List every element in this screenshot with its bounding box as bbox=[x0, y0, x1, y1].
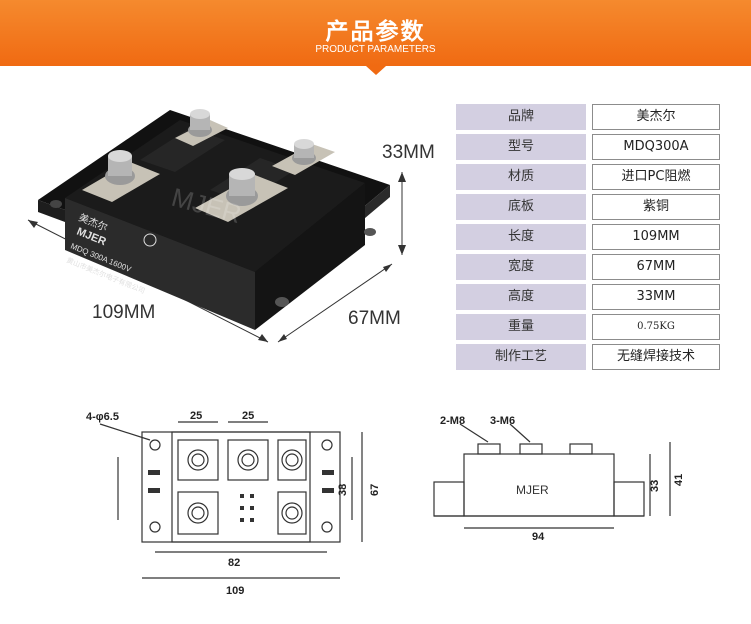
spec-value: 0.75KG bbox=[592, 314, 720, 340]
terminal-screw-1 bbox=[105, 150, 135, 185]
header-banner: 产品参数 PRODUCT PARAMETERS bbox=[0, 0, 751, 66]
spec-row: 材质进口PC阻燃 bbox=[456, 164, 726, 190]
spec-value: 67MM bbox=[592, 254, 720, 280]
spec-key: 制作工艺 bbox=[456, 344, 586, 370]
spec-value: 109MM bbox=[592, 224, 720, 250]
spec-value: 无缝焊接技术 bbox=[592, 344, 720, 370]
side-view-drawing: 2-M8 3-M6 MJER 33 41 94 bbox=[420, 412, 720, 552]
spec-row: 制作工艺无缝焊接技术 bbox=[456, 344, 726, 370]
side-m8-label: 2-M8 bbox=[440, 415, 465, 427]
side-logo: MJER bbox=[516, 483, 549, 497]
side-body-height: 33 bbox=[649, 480, 661, 492]
top-pitch-1: 25 bbox=[190, 410, 202, 422]
dim-width-label: 67MM bbox=[348, 308, 401, 329]
top-view-drawing: 4-φ6.5 25 25 38 67 82 109 bbox=[80, 410, 400, 610]
spec-key: 长度 bbox=[456, 224, 586, 250]
spec-key: 高度 bbox=[456, 284, 586, 310]
spec-value: 33MM bbox=[592, 284, 720, 310]
top-total-length: 109 bbox=[226, 585, 244, 597]
product-photo: 美杰尔 MJER MDQ 300A 1600V 黄山市美杰尔电子有限公司 MJE… bbox=[20, 80, 450, 360]
page-title: 产品参数 bbox=[325, 19, 426, 45]
spec-value: 美杰尔 bbox=[592, 104, 720, 130]
top-inner-height: 38 bbox=[337, 484, 349, 496]
spec-key: 品牌 bbox=[456, 104, 586, 130]
terminal-screw-4 bbox=[188, 109, 212, 137]
top-hole-label: 4-φ6.5 bbox=[86, 411, 119, 423]
spec-key: 材质 bbox=[456, 164, 586, 190]
spec-row: 底板紫铜 bbox=[456, 194, 726, 220]
spec-key: 重量 bbox=[456, 314, 586, 340]
spec-value: 紫铜 bbox=[592, 194, 720, 220]
spec-key: 宽度 bbox=[456, 254, 586, 280]
spec-key: 底板 bbox=[456, 194, 586, 220]
side-m6-label: 3-M6 bbox=[490, 415, 515, 427]
spec-key: 型号 bbox=[456, 134, 586, 160]
side-body-length: 94 bbox=[532, 531, 545, 543]
spec-value: 进口PC阻燃 bbox=[592, 164, 720, 190]
terminal-screw-2 bbox=[226, 168, 258, 206]
terminal-screw-3 bbox=[292, 139, 316, 165]
banner-notch bbox=[366, 66, 386, 75]
dim-length-label: 109MM bbox=[92, 302, 156, 323]
spec-value: MDQ300A bbox=[592, 134, 720, 160]
top-outer-height: 67 bbox=[369, 484, 381, 496]
spec-row: 品牌美杰尔 bbox=[456, 104, 726, 130]
top-pitch-2: 25 bbox=[242, 410, 254, 422]
side-total-height: 41 bbox=[673, 474, 685, 486]
page-subtitle: PRODUCT PARAMETERS bbox=[315, 44, 436, 55]
top-hole-span: 82 bbox=[228, 557, 240, 569]
dim-height-label: 33MM bbox=[382, 142, 435, 163]
